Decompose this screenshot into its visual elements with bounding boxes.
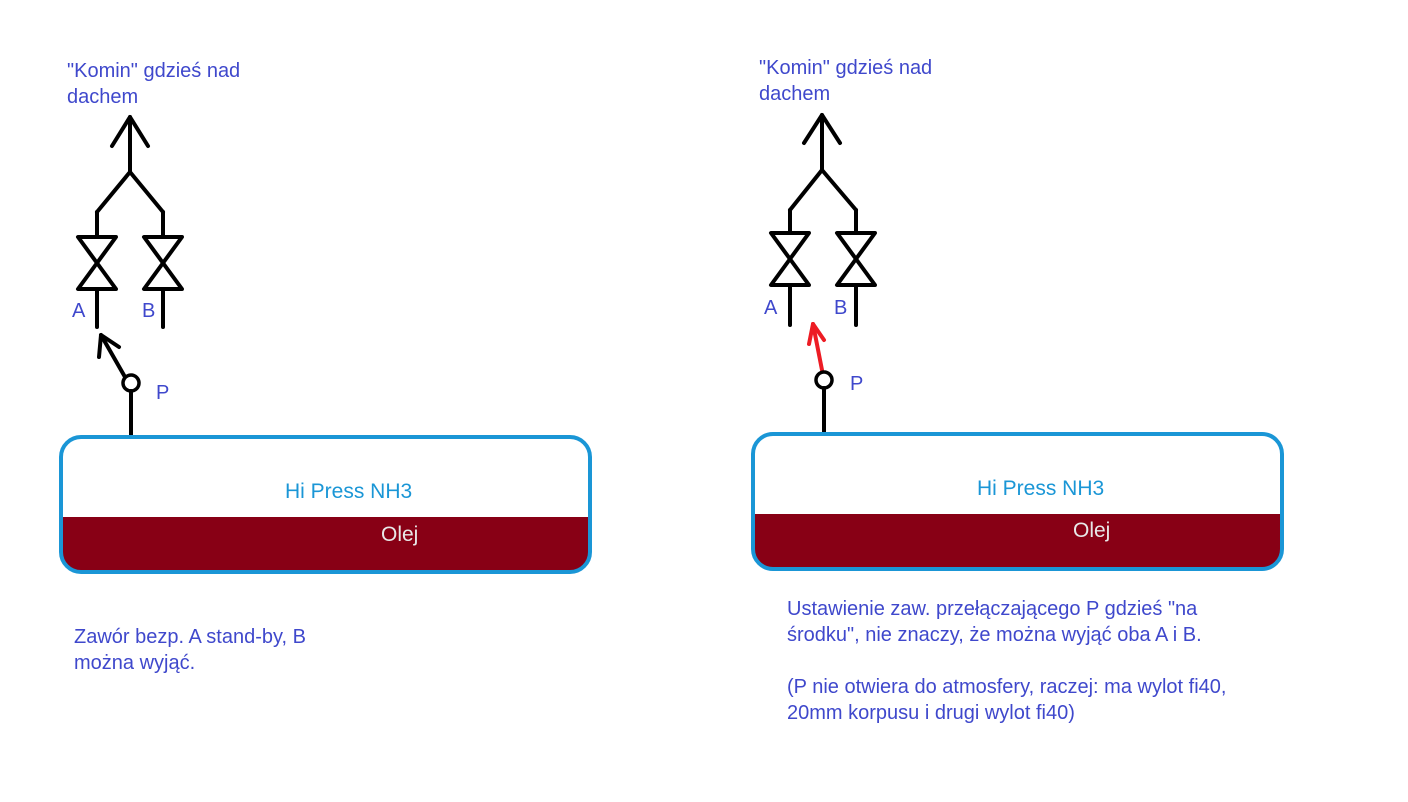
- left-chimney-label-line1: "Komin" gdzieś nad: [67, 60, 240, 82]
- right-note-line2: środku", nie znaczy, że można wyjąć oba …: [787, 624, 1202, 646]
- left-chimney-label-line2: dachem: [67, 86, 138, 108]
- right-branch-pipe: [788, 168, 858, 212]
- left-chimney-arrow-icon: [110, 115, 150, 174]
- left-branch-pipe: [95, 170, 165, 214]
- right-note-line5: 20mm korpusu i drugi wylot fi40): [787, 702, 1075, 724]
- left-note: Zawór bezp. A stand-by, B można wyjąć.: [74, 624, 306, 676]
- left-valve-a-icon: [76, 235, 118, 291]
- right-valve-b-label: B: [834, 297, 847, 319]
- left-tank-outline: [59, 435, 592, 574]
- right-valve-a-label: A: [764, 297, 778, 319]
- right-switch-p-label: P: [850, 373, 863, 395]
- right-note-line1: Ustawienie zaw. przełączającego P gdzieś…: [787, 598, 1198, 620]
- right-tank-oil-label: Olej: [1073, 519, 1110, 542]
- right-note-line4: (P nie otwiera do atmosfery, raczej: ma …: [787, 676, 1227, 698]
- left-valve-b-label: B: [142, 300, 155, 322]
- right-note-line3: [787, 648, 1226, 674]
- right-valve-a-icon: [769, 231, 811, 287]
- right-note: Ustawienie zaw. przełączającego P gdzieś…: [787, 596, 1226, 726]
- left-switch-arrow-icon: [97, 333, 127, 379]
- left-valve-a-label: A: [72, 300, 86, 322]
- left-tank: Hi Press NH3 Olej: [59, 435, 592, 574]
- left-note-line2: można wyjąć.: [74, 652, 196, 674]
- right-chimney-label-line1: "Komin" gdzieś nad: [759, 57, 932, 79]
- left-tank-oil-label: Olej: [381, 523, 418, 546]
- right-oil-layer: [754, 514, 1281, 568]
- left-oil-layer: [62, 517, 589, 571]
- left-switch-p-label: P: [156, 382, 169, 404]
- right-switch-arrow-red-icon: [807, 322, 826, 372]
- left-tank-gas-label: Hi Press NH3: [285, 480, 412, 503]
- right-chimney-label-line2: dachem: [759, 83, 830, 105]
- right-chimney-arrow-icon: [802, 113, 842, 172]
- left-valve-b-icon: [142, 235, 184, 291]
- left-diagram: "Komin" gdzieś nad dachem A B: [59, 60, 592, 574]
- right-tank-gas-label: Hi Press NH3: [977, 477, 1104, 500]
- right-diagram: "Komin" gdzieś nad dachem A B P: [751, 57, 1284, 571]
- right-switch-valve-p-icon: [814, 370, 834, 390]
- right-tank: Hi Press NH3 Olej: [751, 432, 1284, 571]
- left-switch-valve-p-icon: [121, 373, 141, 393]
- right-valve-b-icon: [835, 231, 877, 287]
- left-note-line1: Zawór bezp. A stand-by, B: [74, 626, 306, 648]
- right-tank-outline: [751, 432, 1284, 571]
